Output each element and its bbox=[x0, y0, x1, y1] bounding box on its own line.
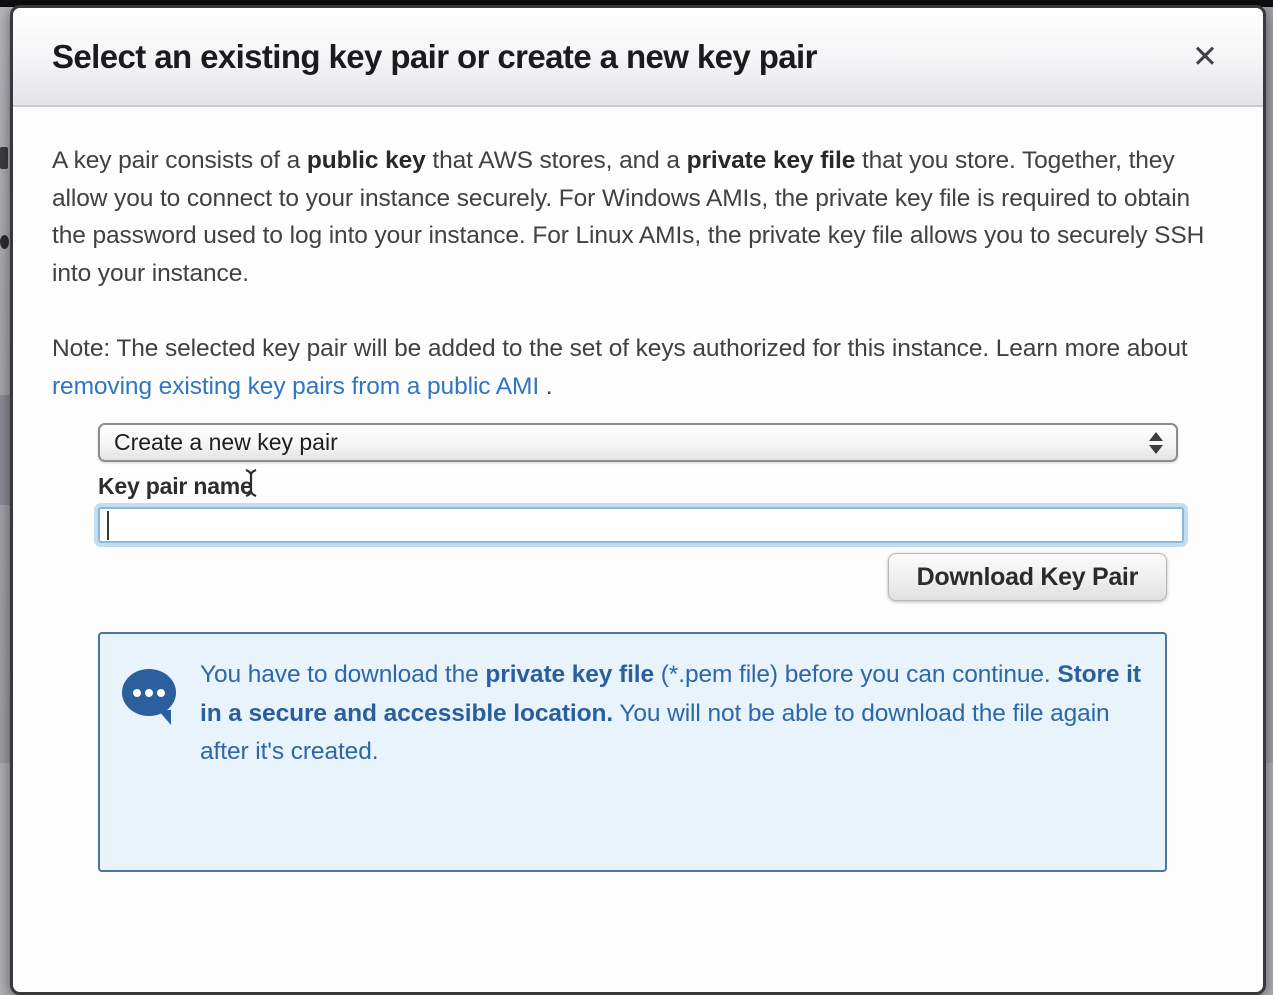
background-page-fragment bbox=[0, 395, 10, 505]
background-page-right-strip bbox=[1265, 7, 1273, 763]
key-pair-type-selected-value: Create a new key pair bbox=[114, 429, 338, 455]
note-paragraph: Note: The selected key pair will be adde… bbox=[52, 330, 1223, 405]
note-text: Note: The selected key pair will be adde… bbox=[52, 335, 1188, 362]
key-pair-name-input-wrap bbox=[98, 507, 1184, 543]
note-text-after: . bbox=[539, 372, 553, 400]
button-row: Download Key Pair bbox=[98, 553, 1167, 601]
key-pair-name-input[interactable] bbox=[98, 507, 1184, 543]
key-pair-form: Create a new key pair Key pair name Down… bbox=[98, 423, 1263, 872]
description-text: that you store. Together, they allow you… bbox=[52, 147, 1205, 287]
key-pair-description: A key pair consists of a public key that… bbox=[52, 142, 1223, 292]
speech-bubble-icon bbox=[122, 669, 176, 725]
download-warning-box: You have to download the private key fil… bbox=[98, 632, 1167, 872]
description-text: that AWS stores, and a bbox=[425, 147, 687, 174]
download-warning-text: You have to download the private key fil… bbox=[200, 656, 1141, 772]
warning-bold-private-key-file: private key file bbox=[485, 661, 655, 688]
background-page-fragment bbox=[0, 147, 8, 169]
text-caret bbox=[107, 511, 109, 540]
background-page-left-strip bbox=[0, 7, 12, 763]
description-text: A key pair consists of a bbox=[52, 147, 307, 174]
key-pair-modal: Select an existing key pair or create a … bbox=[10, 5, 1266, 995]
warning-text: You will not be able to download the fil… bbox=[200, 699, 1110, 766]
download-key-pair-button[interactable]: Download Key Pair bbox=[887, 553, 1167, 601]
warning-bold-store-location: Store it in a secure and accessible loca… bbox=[200, 661, 1141, 727]
background-page-top-bar bbox=[0, 0, 1273, 7]
warning-text: You have to download the bbox=[200, 661, 486, 688]
select-updown-arrows-icon bbox=[1149, 432, 1163, 454]
key-pair-type-select[interactable]: Create a new key pair bbox=[98, 423, 1178, 462]
description-bold-public-key: public key bbox=[306, 147, 426, 174]
modal-title: Select an existing key pair or create a … bbox=[52, 37, 817, 75]
modal-header: Select an existing key pair or create a … bbox=[13, 8, 1263, 107]
removing-key-pairs-link[interactable]: removing existing key pairs from a publi… bbox=[52, 372, 540, 400]
description-bold-private-key-file: private key file bbox=[686, 147, 856, 174]
key-pair-name-label: Key pair name bbox=[98, 473, 253, 499]
close-icon[interactable]: ✕ bbox=[1192, 38, 1218, 74]
background-page-fragment bbox=[0, 235, 9, 249]
warning-text: (*.pem file) before you can continue. bbox=[654, 661, 1058, 688]
